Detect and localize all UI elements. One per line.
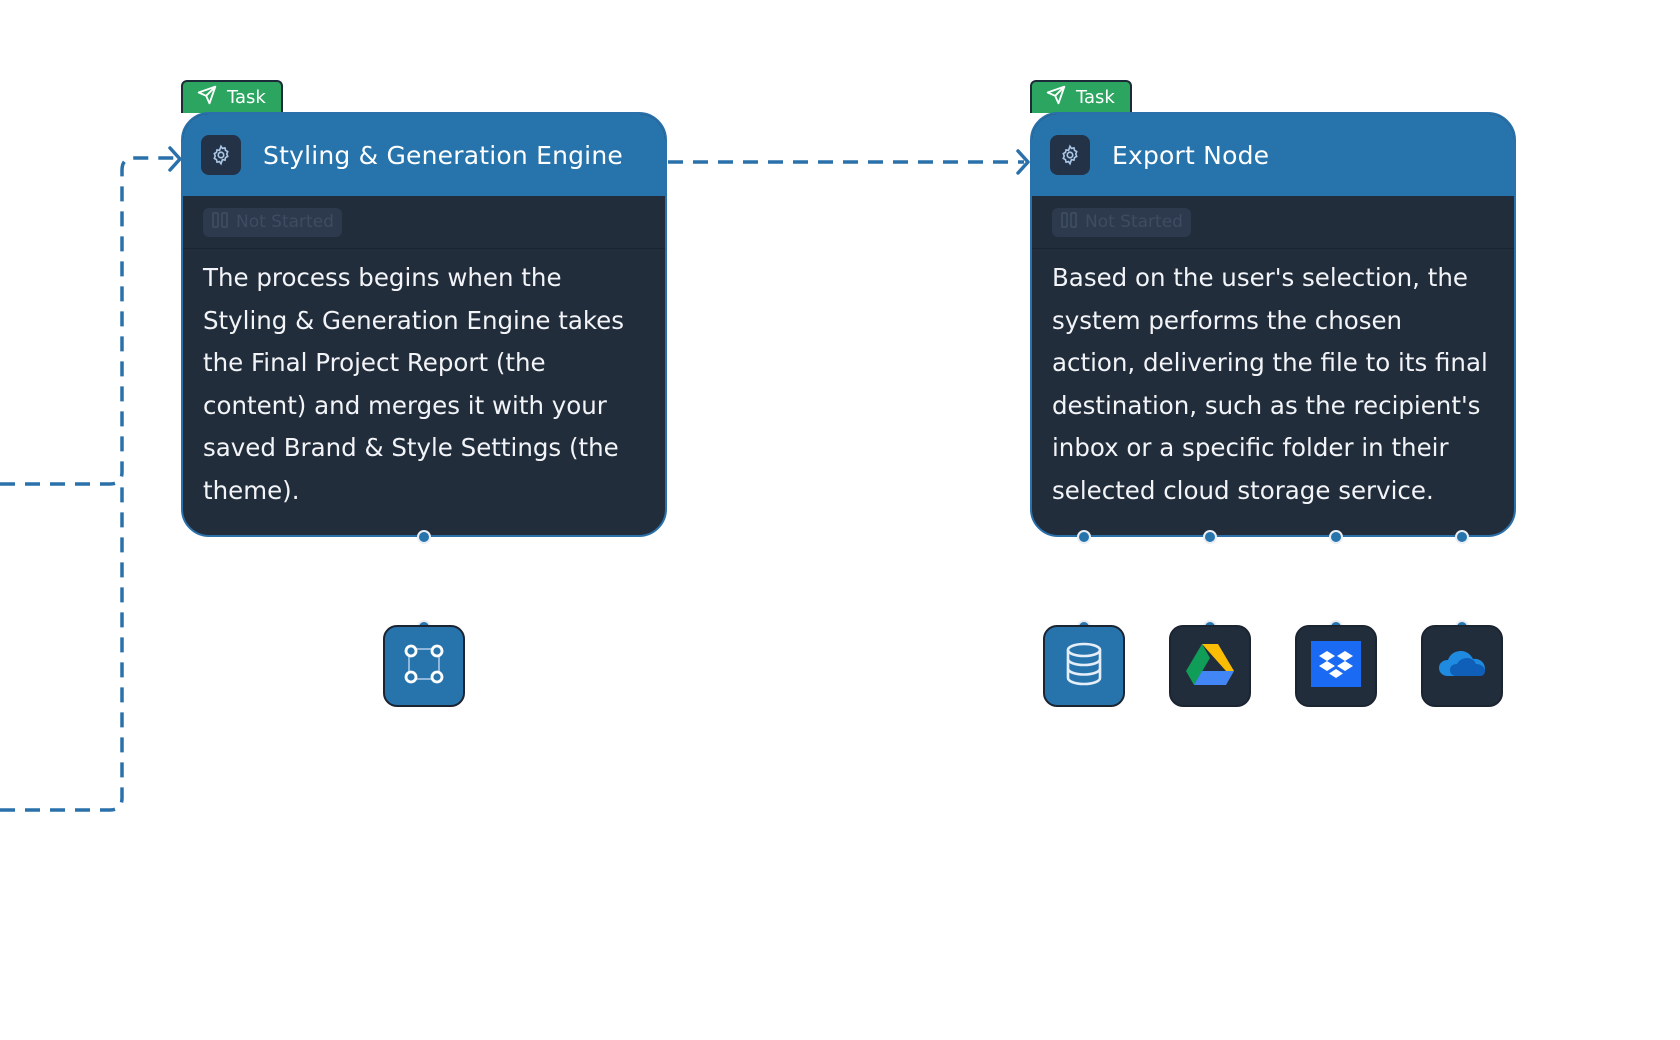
node-export[interactable]: Export Node Not Started Based on the use… xyxy=(1030,112,1516,537)
output-port[interactable] xyxy=(1077,530,1091,544)
output-port[interactable] xyxy=(417,530,431,544)
status-label: Not Started xyxy=(1085,212,1183,232)
status-label: Not Started xyxy=(236,212,334,232)
status-row: Not Started xyxy=(183,196,665,249)
edge-incoming-upper xyxy=(0,156,178,486)
status-badge: Not Started xyxy=(1052,207,1191,237)
database-icon xyxy=(1064,642,1104,690)
node-description: Based on the user's selection, the syste… xyxy=(1052,263,1488,505)
status-row: Not Started xyxy=(1032,196,1514,249)
send-icon xyxy=(1046,85,1066,110)
node-title: Export Node xyxy=(1112,140,1270,170)
gear-icon[interactable] xyxy=(1050,135,1090,175)
output-port[interactable] xyxy=(1203,530,1217,544)
output-port[interactable] xyxy=(1455,530,1469,544)
tool-dropbox[interactable] xyxy=(1295,625,1377,707)
task-tag-label: Task xyxy=(227,87,266,108)
task-tag: Task xyxy=(1030,80,1132,113)
gear-icon[interactable] xyxy=(201,135,241,175)
scan-icon xyxy=(401,641,447,691)
dropbox-icon xyxy=(1311,641,1361,691)
node-header: Export Node xyxy=(1032,114,1514,196)
task-tag: Task xyxy=(181,80,283,113)
output-port[interactable] xyxy=(1329,530,1343,544)
send-icon xyxy=(197,85,217,110)
tool-onedrive[interactable] xyxy=(1421,625,1503,707)
tool-scan[interactable] xyxy=(383,625,465,707)
tool-google-drive[interactable] xyxy=(1169,625,1251,707)
arrowhead-into-export xyxy=(1016,149,1030,175)
pause-icon xyxy=(211,211,229,234)
pause-icon xyxy=(1060,211,1078,234)
google-drive-icon xyxy=(1185,642,1235,690)
status-badge: Not Started xyxy=(203,207,342,237)
node-title: Styling & Generation Engine xyxy=(263,140,623,170)
task-tag-label: Task xyxy=(1076,87,1115,108)
arrowhead-into-styling xyxy=(168,146,182,172)
tool-database[interactable] xyxy=(1043,625,1125,707)
node-header: Styling & Generation Engine xyxy=(183,114,665,196)
node-styling-generation-engine[interactable]: Styling & Generation Engine Not Started … xyxy=(181,112,667,537)
onedrive-icon xyxy=(1436,646,1488,686)
edge-incoming-lower xyxy=(0,484,124,812)
node-description: The process begins when the Styling & Ge… xyxy=(203,263,625,505)
